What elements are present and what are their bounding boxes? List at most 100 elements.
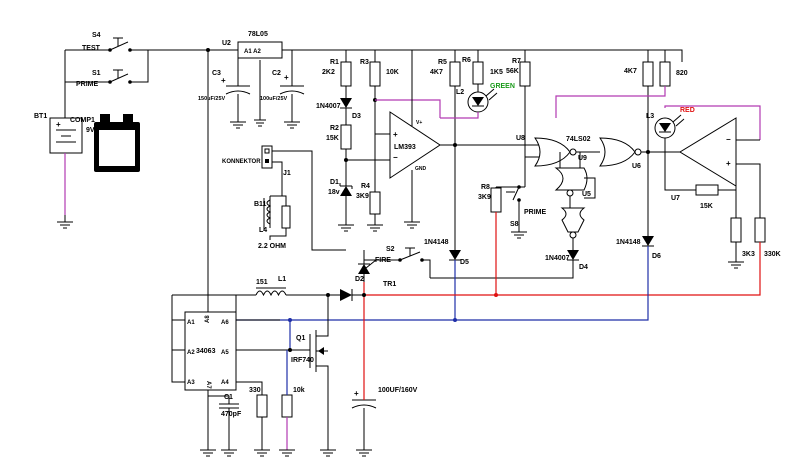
u6-label: U6	[632, 163, 641, 170]
ohm-label: 2.2 OHM	[258, 243, 286, 250]
capacitor-c1: C1 470pF	[219, 394, 242, 450]
lm393-label: LM393	[394, 144, 416, 151]
r6-value: 1K5	[490, 69, 503, 76]
s8-label: S8	[510, 221, 519, 228]
r5-value: 4K7	[430, 69, 443, 76]
diode-d6: 1N4148 D6	[616, 236, 661, 260]
capacitor-100uf: + 100UF/160V	[351, 387, 418, 450]
c1-value: 470pF	[221, 411, 242, 418]
l3-label: L3	[646, 113, 654, 120]
c2-plus: +	[284, 73, 289, 82]
led-l2-green: L2 GREEN	[456, 83, 515, 113]
r2-value: 15K	[326, 135, 339, 142]
resistor-4k7-right: 4K7	[624, 61, 654, 87]
test-label: TEST	[82, 45, 101, 52]
resistor-r1: R1 2K2	[322, 59, 352, 87]
c3-label: C3	[212, 70, 221, 77]
u8-label: U8	[516, 135, 525, 142]
cbig-plus: +	[354, 389, 359, 398]
r1-value: 2K2	[322, 69, 335, 76]
pin-a8: A8	[205, 315, 211, 323]
d2-label: D2	[355, 276, 364, 283]
r7-value: 56K	[506, 68, 519, 75]
diode-output	[340, 289, 364, 301]
u5-label: U5	[582, 191, 591, 198]
ground-symbols-bottom	[200, 449, 372, 457]
konnektor-label: KONNEKTOR	[222, 159, 261, 165]
r4-value: 3K9	[356, 193, 369, 200]
pin-a3: A3	[187, 380, 195, 386]
d4-type: 1N4007	[545, 255, 570, 262]
c1-label: C1	[224, 394, 233, 401]
nor-gate-u9: U9	[554, 155, 588, 197]
r10k-value: 10k	[293, 387, 305, 394]
resistor-3k3: 3K3	[730, 217, 755, 258]
resistor-330k: 330K	[754, 217, 781, 258]
r2-label: R2	[330, 125, 339, 132]
lm393-gnd: GND	[415, 166, 427, 172]
u2-label: U2	[222, 40, 231, 47]
ic-label: 34063	[196, 348, 216, 355]
d1-value: 18v	[328, 189, 340, 196]
prime-label: PRIME	[76, 81, 99, 88]
ground-u2	[254, 119, 266, 127]
switch-s4: S4 TEST	[82, 32, 132, 52]
lm393-minus: −	[393, 153, 398, 162]
capacitor-c3: + C3 150uF/25V	[198, 70, 251, 129]
battery-bt1: BT1 COMP1 9V +	[34, 113, 95, 229]
r330-value: 330	[249, 387, 261, 394]
u7-minus: −	[726, 135, 731, 144]
l1-label: L1	[278, 276, 286, 283]
j1-label: J1	[283, 170, 291, 177]
r4k7b-value: 4K7	[624, 68, 637, 75]
ls02-label: 74LS02	[566, 136, 591, 143]
nor-gate-u5: U5	[560, 191, 591, 239]
r15k-value: 15K	[700, 203, 713, 210]
resistor-r2: R2 15K	[326, 124, 352, 150]
l2-label: L2	[456, 89, 464, 96]
pin-a5: A5	[221, 350, 229, 356]
thyristor-d2: D2 TR1	[355, 250, 396, 288]
c3-plus: +	[221, 76, 226, 85]
comp1-label: COMP1	[70, 117, 95, 124]
d6-type: 1N4148	[616, 239, 641, 246]
l4-label: L4	[259, 227, 267, 234]
bt1-label: BT1	[34, 113, 47, 120]
battery-plus: +	[56, 120, 61, 129]
resistor-r4: R4 3K9	[356, 183, 381, 215]
coil-l4: B11 L4 2.2 OHM	[254, 195, 291, 250]
v9-label: 9V	[86, 127, 95, 134]
cbig-value: 100UF/160V	[378, 387, 418, 394]
q1-label: Q1	[296, 335, 305, 342]
r1-label: R1	[330, 59, 339, 66]
u7-label: U7	[671, 195, 680, 202]
diode-d4: 1N4007 D4	[545, 250, 588, 271]
nor-gate-u8: U8 74LS02	[516, 135, 591, 167]
switch-s2: S2 FIRE	[375, 246, 424, 264]
tr1-label: TR1	[383, 281, 396, 288]
resistor-820: 820	[659, 61, 688, 87]
resistor-r8: R8 3K9	[478, 184, 502, 213]
r3-label: R3	[360, 59, 369, 66]
r8-value: 3K9	[478, 194, 491, 201]
d4-label: D4	[579, 264, 588, 271]
green-label: GREEN	[490, 83, 515, 90]
resistor-10k: 10k	[281, 387, 305, 418]
r820-value: 820	[676, 70, 688, 77]
diode-d5: 1N4148 D5	[424, 239, 469, 266]
r3k3-value: 3K3	[742, 251, 755, 258]
reg-label: 78L05	[248, 31, 268, 38]
d5-label: D5	[460, 259, 469, 266]
r5-label: R5	[438, 59, 447, 66]
resistor-r3: R3 10K	[360, 59, 399, 87]
inductor-l1: 151 L1	[236, 276, 340, 297]
pin-a2: A2	[187, 350, 195, 356]
resistor-r7: R7 56K	[506, 58, 531, 87]
r8-label: R8	[481, 184, 490, 191]
r4-label: R4	[361, 183, 370, 190]
c2-label: C2	[272, 70, 281, 77]
s2-label: S2	[386, 246, 395, 253]
s1-label: S1	[92, 70, 101, 77]
d5-type: 1N4148	[424, 239, 449, 246]
